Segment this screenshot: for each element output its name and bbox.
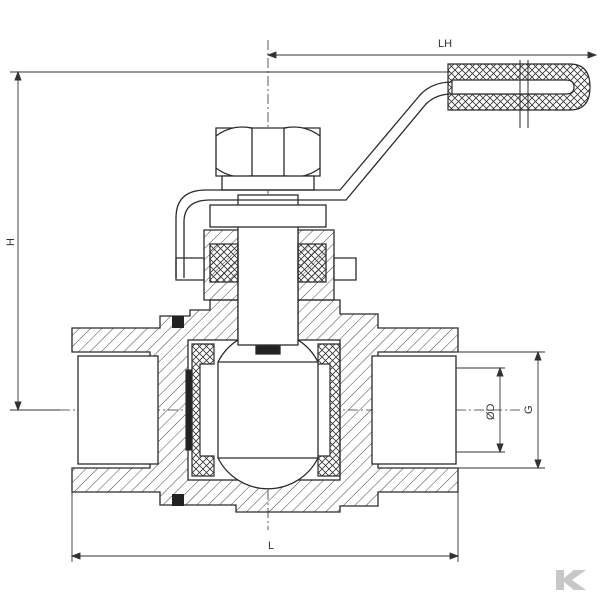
stem-assembly	[175, 194, 357, 346]
dimension-h	[10, 70, 450, 412]
dimension-g-label: G	[523, 405, 535, 414]
dimension-d	[456, 366, 505, 454]
hex-nut	[215, 126, 321, 191]
dimension-g	[456, 350, 545, 470]
dimension-h-label: H	[5, 238, 17, 246]
dimension-lh	[266, 51, 598, 59]
o-rings	[172, 316, 184, 506]
dimension-d-label: ØD	[485, 403, 497, 420]
dimension-lh-label: LH	[438, 38, 452, 50]
handle-grip	[447, 60, 591, 128]
dimension-l	[70, 492, 460, 562]
handle-lever	[175, 81, 540, 278]
ball	[217, 330, 319, 490]
brand-logo	[548, 566, 592, 592]
dimension-l-label: L	[268, 540, 274, 552]
